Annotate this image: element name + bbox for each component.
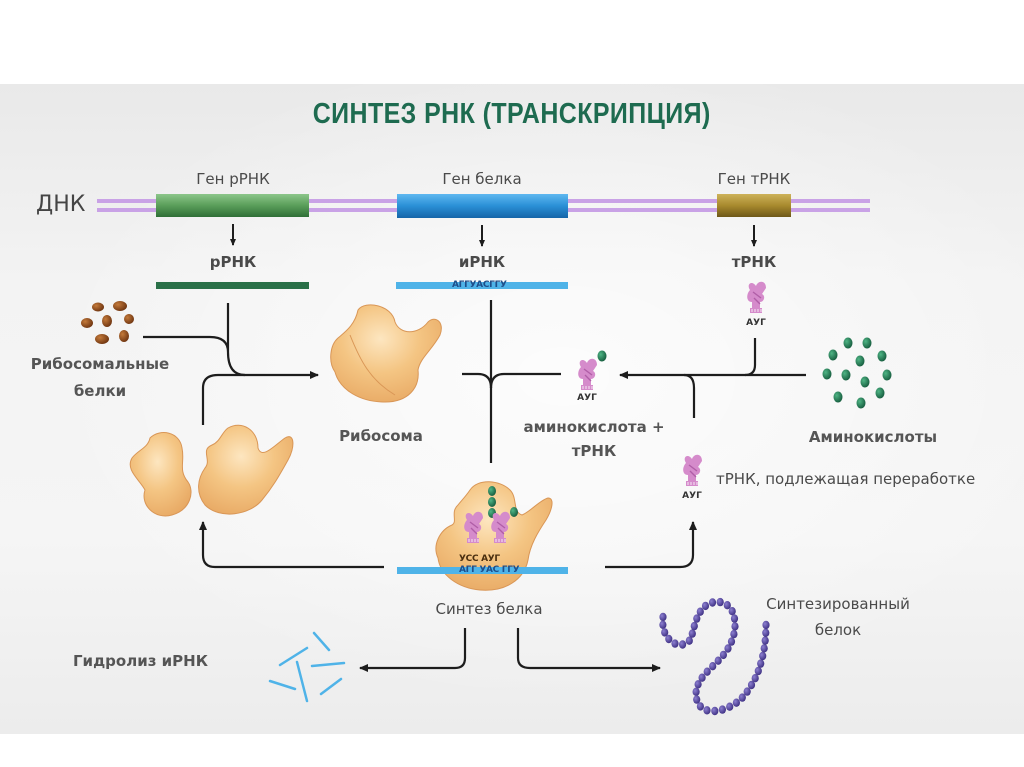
- synthesized-protein-label-line2: белок: [814, 621, 862, 639]
- trna-label: тРНК: [731, 253, 777, 271]
- slide-background: [0, 84, 1024, 734]
- arrow-mrna-hydrolysis: [359, 628, 467, 672]
- translating-mrna-strand: [397, 567, 568, 574]
- aminoacyl-trna-icon: [577, 358, 598, 391]
- mrna-hydrolysis-label: Гидролиз иРНК: [73, 652, 208, 670]
- protein-bead: [762, 628, 770, 637]
- ribosomal-proteins-icon: [81, 301, 134, 344]
- protein-bead: [759, 651, 767, 661]
- gene-protein-label: Ген белка: [442, 170, 522, 188]
- protein-bead: [693, 614, 701, 623]
- protein-bead: [743, 687, 751, 696]
- aminoacyl-trna-anticodon: АУГ: [577, 393, 597, 403]
- mrna-strand: [396, 282, 568, 289]
- protein-bead: [701, 601, 710, 611]
- protein-bead: [719, 650, 728, 660]
- protein-bead: [685, 636, 693, 645]
- protein-bead: [726, 702, 734, 711]
- protein-bead: [727, 637, 736, 646]
- protein-bead: [723, 601, 731, 610]
- protein-bead: [761, 636, 769, 645]
- gene-rrna-segment: [156, 194, 309, 217]
- protein-bead: [738, 693, 746, 702]
- arrow-trna-recycle: [605, 521, 697, 569]
- protein-bead: [754, 666, 762, 676]
- protein-bead: [694, 680, 702, 689]
- protein-bead: [730, 629, 738, 639]
- ribosomal-proteins-label-line2: белки: [73, 382, 127, 400]
- protein-bead: [728, 607, 736, 616]
- protein-bead: [661, 628, 669, 637]
- mrna-label: иРНК: [458, 253, 506, 271]
- protein-bead: [696, 607, 704, 616]
- protein-bead: [731, 622, 739, 631]
- protein-bead: [665, 634, 673, 644]
- protein-bead: [679, 640, 687, 649]
- protein-bead: [747, 680, 756, 690]
- protein-bead: [696, 702, 705, 711]
- arrow-subunits-recycle: [199, 521, 384, 569]
- protein-bead: [724, 644, 732, 653]
- recycle-trna-anticodon: АУГ: [682, 491, 702, 501]
- protein-bead: [751, 674, 759, 683]
- protein-bead: [714, 656, 722, 665]
- diagram-title: СИНТЕЗ РНК (ТРАНСКРИПЦИЯ): [312, 98, 711, 130]
- rrna-label: рРНК: [209, 253, 257, 271]
- protein-bead: [708, 598, 717, 607]
- mrna-sequence: АГГУАСГГУ: [452, 280, 507, 290]
- arrow-mrna-to-synthesis: [462, 300, 561, 463]
- protein-bead: [692, 687, 700, 696]
- protein-bead: [690, 621, 698, 631]
- trna-anticodon: АУГ: [746, 318, 766, 328]
- protein-bead: [671, 639, 679, 648]
- protein-bead: [698, 673, 706, 682]
- protein-bead: [716, 597, 724, 607]
- recycle-trna-icon: [682, 454, 703, 487]
- amino-acids-icon: [822, 337, 892, 409]
- trna-icon: [746, 281, 767, 314]
- ribosome-anticodons: УСС АУГ: [459, 554, 500, 564]
- ribosome-icon: [330, 304, 442, 403]
- arrow-to-aminoacyl-trna: [619, 338, 806, 418]
- protein-synthesis-label: Синтез белка: [435, 600, 543, 618]
- protein-bead: [703, 667, 711, 676]
- synthesized-protein-label-line1: Синтезированный: [766, 595, 910, 613]
- amino-acid-bound-icon: [597, 350, 607, 362]
- gene-trna-segment: [717, 194, 791, 217]
- protein-bead: [709, 662, 717, 671]
- protein-bead: [760, 644, 768, 653]
- gene-trna-label: Ген тРНК: [717, 170, 791, 188]
- gene-protein-segment: [397, 194, 568, 218]
- aminoacyl-trna-label-line1: аминокислота +: [523, 418, 665, 436]
- aminoacyl-trna-label-line2: тРНК: [571, 442, 617, 460]
- rrna-strand: [156, 282, 309, 289]
- protein-bead: [762, 620, 770, 630]
- ribosome-label: Рибосома: [339, 427, 423, 445]
- protein-bead: [688, 629, 696, 638]
- protein-bead: [659, 620, 667, 629]
- protein-bead: [732, 698, 741, 707]
- protein-bead: [757, 659, 765, 668]
- amino-acids-label: Аминокислоты: [808, 428, 938, 446]
- arrow-to-ribosome: [143, 303, 319, 425]
- ribosomal-proteins-label-line1: Рибосомальные: [30, 355, 170, 373]
- protein-bead: [693, 695, 701, 704]
- protein-bead: [703, 706, 711, 715]
- ribosome-mrna-codons: АГГ УАС ГГУ: [459, 565, 520, 575]
- protein-bead: [659, 612, 667, 622]
- recycle-trna-label: тРНК, подлежащая переработке: [716, 470, 976, 488]
- ribosome-subunits-icon: [129, 424, 294, 517]
- protein-bead: [711, 706, 719, 716]
- mrna-fragments-icon: [268, 631, 346, 703]
- synthesized-protein-icon: [659, 597, 770, 716]
- protein-bead: [718, 705, 727, 714]
- arrow-protein-release: [516, 628, 661, 672]
- dna-label: ДНК: [36, 192, 86, 217]
- gene-rrna-label: Ген рРНК: [196, 170, 270, 188]
- protein-bead: [730, 614, 739, 623]
